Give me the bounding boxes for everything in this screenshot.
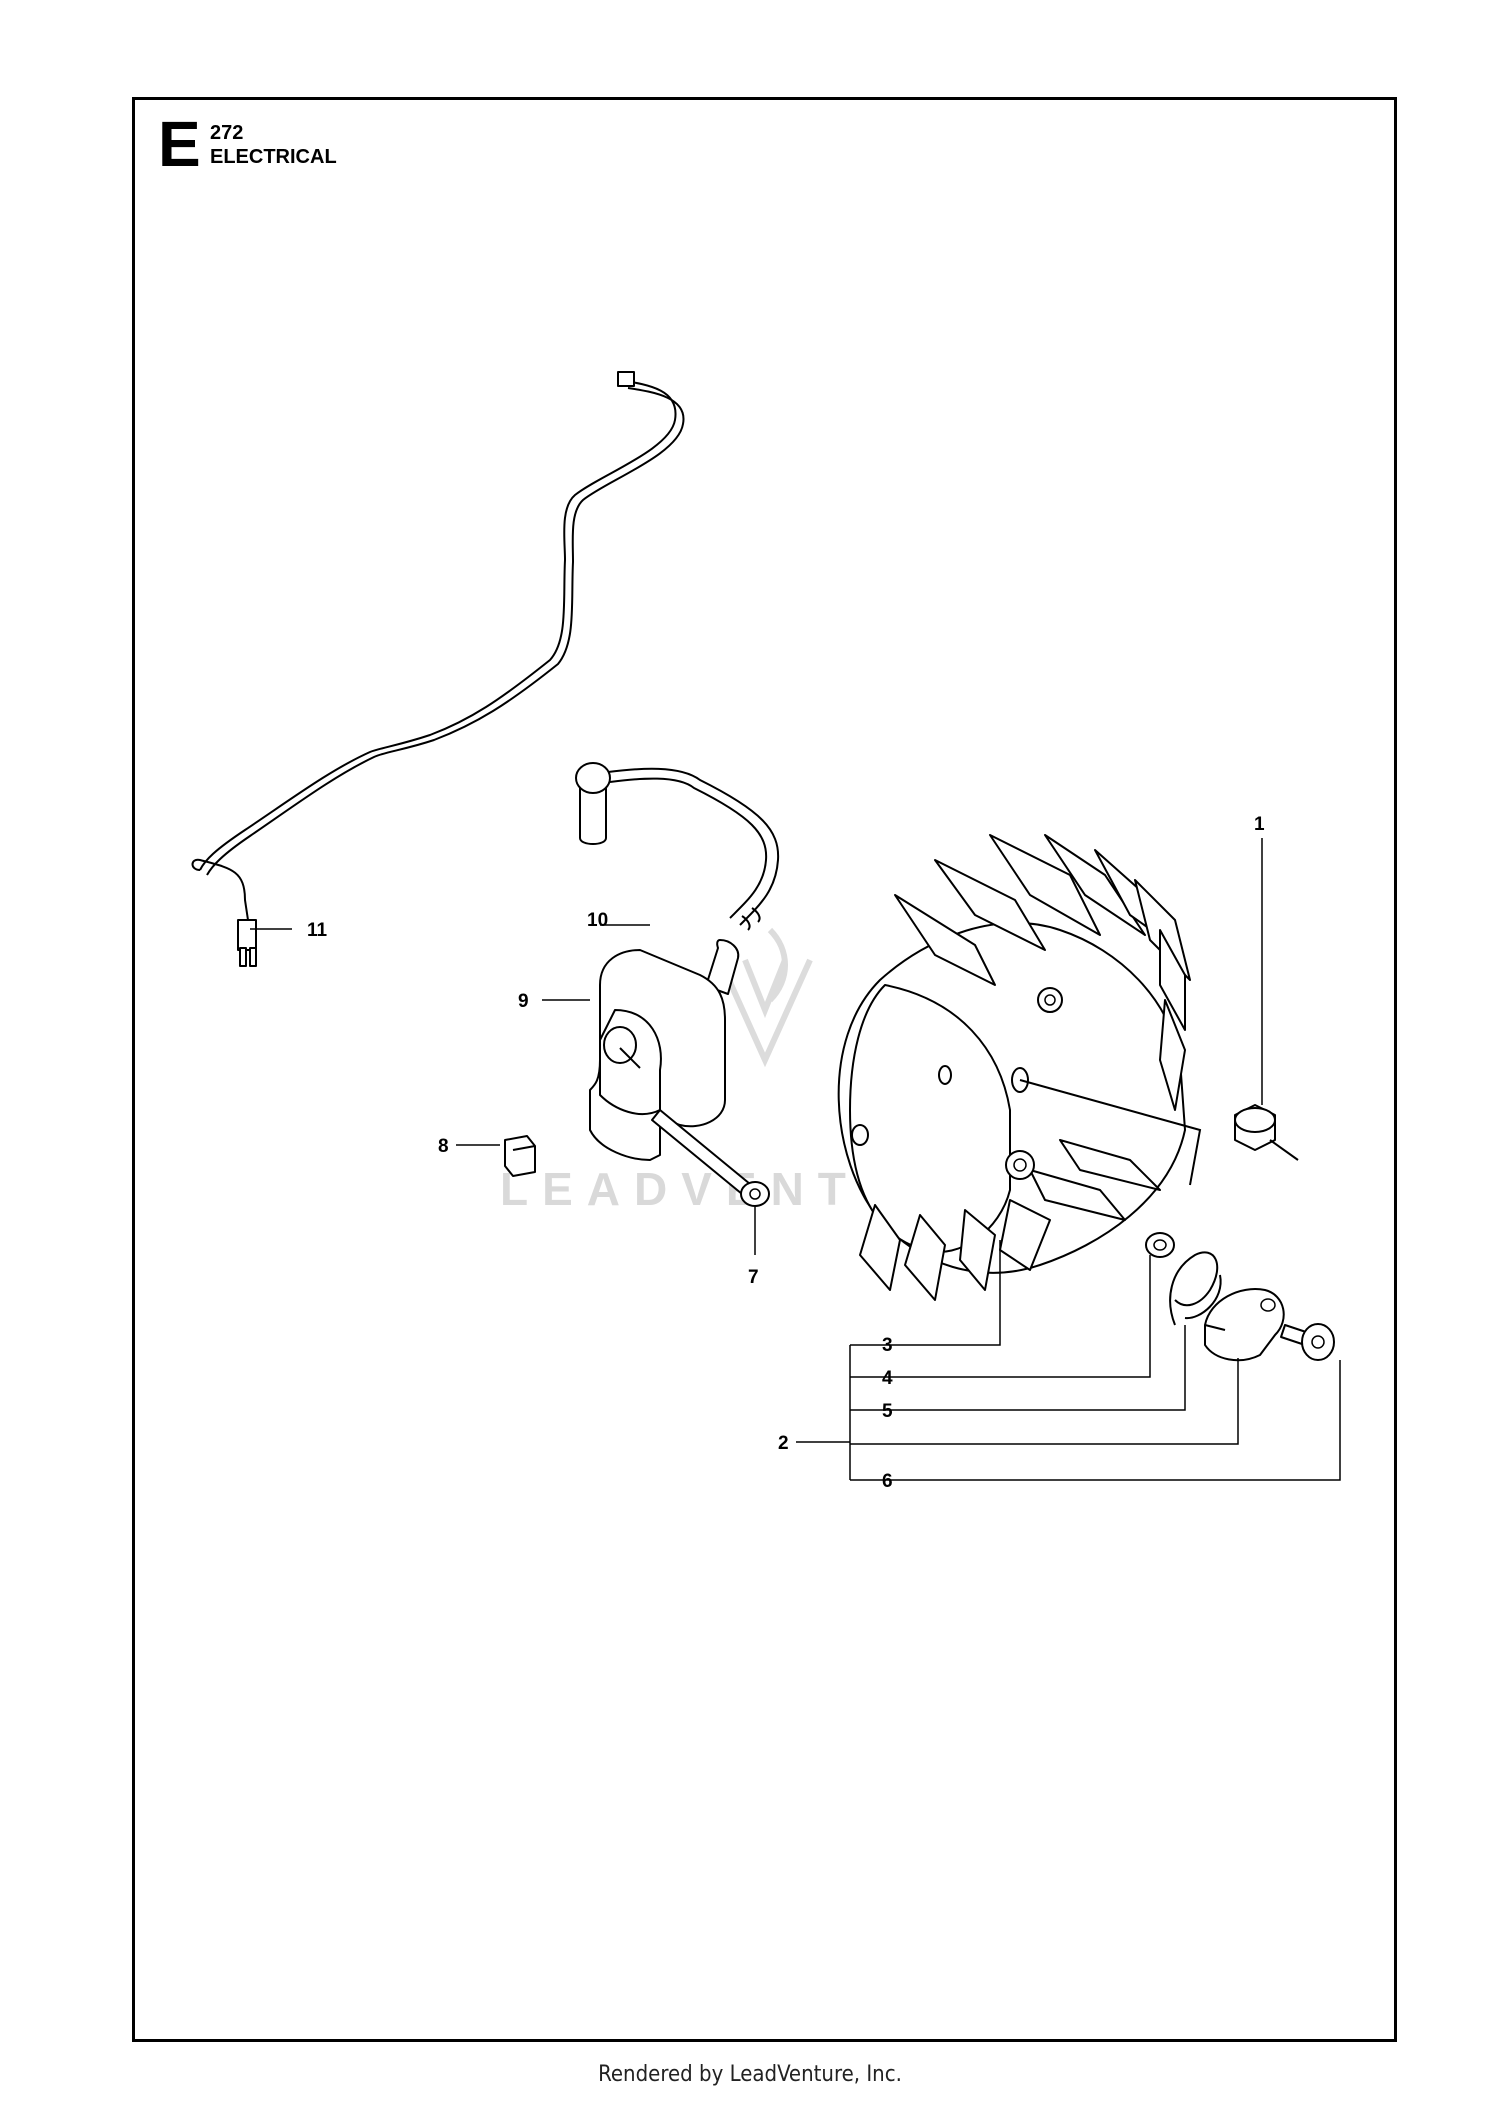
- watermark-logo: [717, 927, 813, 1068]
- clip-part: [504, 1135, 536, 1177]
- spark-plug-cap-part: [575, 762, 780, 931]
- callout-7: 7: [748, 1267, 759, 1288]
- callout-3: 3: [882, 1335, 893, 1356]
- callout-8: 8: [438, 1136, 449, 1157]
- pawl-part: [1204, 1288, 1285, 1362]
- ignition-module-part: [589, 939, 740, 1161]
- washer-part: [1145, 1232, 1175, 1258]
- wire-harness-part: [191, 371, 685, 967]
- flywheel-part: [837, 834, 1202, 1301]
- spring-part: [1169, 1251, 1222, 1326]
- pawl-screw-part: [1280, 1323, 1335, 1361]
- section-title: ELECTRICAL: [210, 146, 337, 168]
- flywheel-nut-part: [1234, 1104, 1299, 1161]
- callout-5: 5: [882, 1401, 893, 1422]
- diagram-frame: [132, 97, 1397, 2042]
- leader-lines: [250, 838, 1341, 1481]
- footer-credit: Rendered by LeadVenture, Inc.: [598, 2062, 902, 2087]
- screw-part-7: [651, 1109, 770, 1207]
- callout-4: 4: [882, 1368, 893, 1389]
- callout-6: 6: [882, 1471, 893, 1492]
- section-letter: E: [158, 108, 201, 180]
- callout-10: 10: [587, 910, 608, 931]
- callout-1: 1: [1254, 814, 1265, 835]
- callout-2: 2: [778, 1433, 789, 1454]
- callout-9: 9: [518, 991, 529, 1012]
- callout-11: 11: [307, 920, 328, 941]
- model-number: 272: [210, 122, 244, 144]
